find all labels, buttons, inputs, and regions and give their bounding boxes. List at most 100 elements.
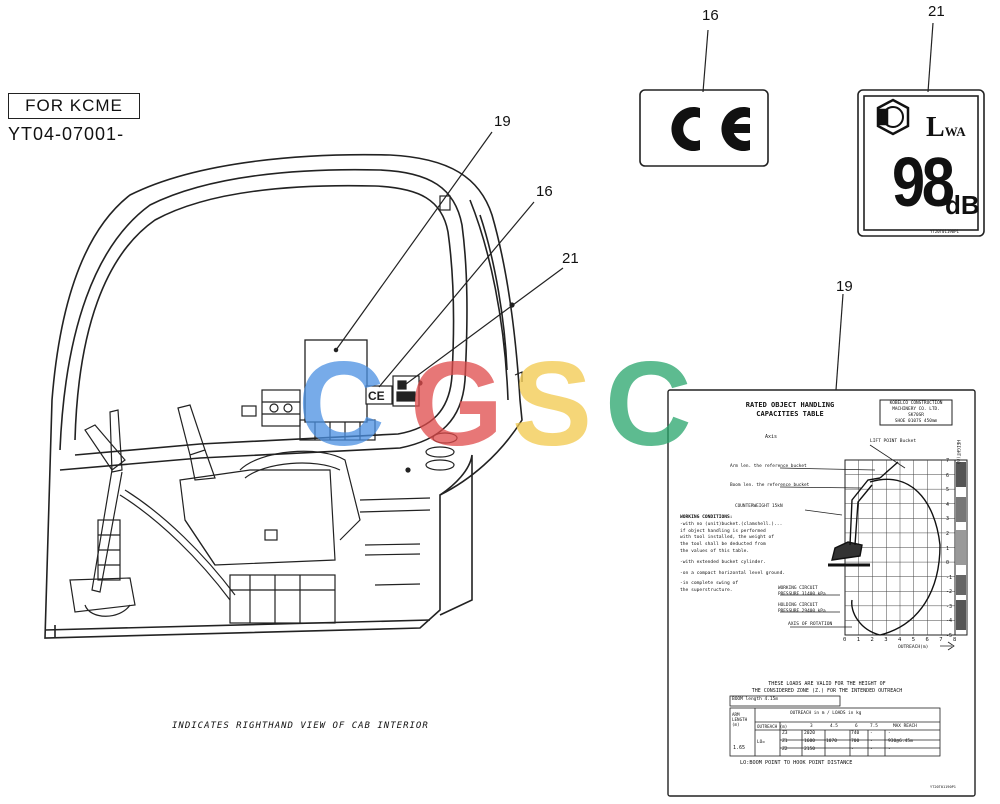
serial-number: YT04-07001- xyxy=(8,124,125,144)
y-tick-label: -2 xyxy=(946,589,953,596)
y-tick-label: -3 xyxy=(946,603,953,610)
cab-label-21 xyxy=(392,375,420,407)
x-tick-label: 0 xyxy=(843,637,847,643)
y-tick-label: -5 xyxy=(946,633,953,639)
outreach-axis-label: OUTREACH(m) xyxy=(898,645,929,650)
load-table-subheader: OUTREACH in m / LOADS in kg xyxy=(790,711,862,716)
cab-leaders xyxy=(335,131,564,388)
load-table-cell: 700 xyxy=(851,739,860,744)
y-tick-label: 5 xyxy=(946,487,950,494)
load-table-lines xyxy=(729,695,941,757)
load-table-cell: 2150 xyxy=(804,747,816,752)
noise-label-code: YT20T01190P1 xyxy=(930,229,959,234)
height-axis-label: HEIGHT(m) xyxy=(955,440,960,465)
arm-length-header: ARM LENGTH (m) xyxy=(732,712,748,727)
y-tick-label: -1 xyxy=(946,574,953,581)
y-tick-label: 6 xyxy=(946,472,950,479)
y-tick-label: 7 xyxy=(946,458,950,464)
y-tick-label: 2 xyxy=(946,530,950,537)
working-conditions: WORKING CONDITIONS: -with no (unit)bucke… xyxy=(680,515,786,594)
boom-reference-label: Boom len. the reference bucket xyxy=(730,483,810,488)
x-tick-label: 4 xyxy=(898,637,902,643)
load-table-cell: 930@6.45m xyxy=(888,739,913,744)
load-table-cell: Z2 xyxy=(782,747,788,752)
maker-box: KOBELCO CONSTRUCTION MACHINERY CO. LTD. … xyxy=(889,401,943,424)
x-tick-label: 7 xyxy=(939,637,943,643)
x-tick-labels: 0 1 2 3 4 5 6 7 8 xyxy=(840,637,965,645)
y-tick-labels: 7 6 5 4 3 2 1 0 -1 -2 -3 -4 -5 xyxy=(946,458,956,639)
max-reach-header: MAX REACH xyxy=(893,724,917,729)
boom-length-label: BOOM length 4.15m xyxy=(732,697,779,702)
working-circuit-label: WORKING CIRCUIT PRESSURE 31400 kPa xyxy=(778,586,826,597)
axis-label: Axis xyxy=(765,434,778,440)
outreach-header: OUTREACH (m) xyxy=(757,724,788,729)
load-table-cell: 740 xyxy=(851,731,860,736)
load-table-cell: Z3 xyxy=(782,731,788,736)
loads-note: THESE LOADS ARE VALID FOR THE HEIGHT OF … xyxy=(751,681,903,694)
cab-label-16: CE xyxy=(365,385,393,405)
callout-cab-21: 21 xyxy=(562,250,579,267)
watermark-letter-c2: C xyxy=(605,337,692,471)
callout-table-19: 19 xyxy=(836,278,853,295)
sound-icon xyxy=(876,98,910,136)
svg-text:CE: CE xyxy=(368,389,385,403)
noise-unit: dB xyxy=(945,190,980,220)
col-75-header: 7.5 xyxy=(870,724,878,729)
load-table-cell: - xyxy=(870,739,873,744)
watermark-letter-c1: C xyxy=(298,337,385,471)
capacity-table-outline xyxy=(667,293,976,797)
load-table-cell: Z1 xyxy=(782,739,788,744)
ce-mark xyxy=(671,107,750,151)
arm-reference-label: Arm len. the reference bucket xyxy=(730,464,807,469)
watermark-letter-g: G xyxy=(410,337,503,471)
load-table-cell: 2020 xyxy=(804,731,816,736)
holding-circuit-label: HOLDING CIRCUIT PRESSURE 29400 kPa xyxy=(778,603,826,614)
y-tick-label: 0 xyxy=(946,560,950,567)
x-tick-label: 1 xyxy=(856,637,861,643)
x-tick-label: 8 xyxy=(953,637,957,643)
lo-label: LO= xyxy=(757,740,765,745)
counterweight-label: COUNTERWEIGHT 15kN xyxy=(735,504,783,509)
cab-controls xyxy=(69,195,523,624)
load-table-cell: - xyxy=(888,747,891,752)
lift-point-label: LIFT POINT Bucket xyxy=(870,439,917,444)
callout-cab-19: 19 xyxy=(494,113,511,130)
excavator-silhouette xyxy=(828,461,941,636)
lo-footer: LO:BOOM POINT TO HOOK POINT DISTANCE xyxy=(740,760,853,766)
y-tick-label: -4 xyxy=(946,618,953,625)
ce-label-outline xyxy=(639,29,769,167)
x-tick-label: 5 xyxy=(911,637,916,643)
table-leaders xyxy=(779,444,955,651)
arm-length-value: 1.65 xyxy=(733,745,746,751)
y-tick-label: 1 xyxy=(946,545,950,552)
cgsc-watermark: C G S C xyxy=(298,337,692,471)
noise-label-outline xyxy=(857,22,985,237)
view-caption: INDICATES RIGHTHAND VIEW OF CAB INTERIOR xyxy=(172,721,429,731)
load-table-cell: 1600 xyxy=(804,739,816,744)
col-3-header: 3 xyxy=(810,724,813,729)
axis-rotation-label: AXIS OF ROTATION xyxy=(788,622,833,627)
y-tick-label: 4 xyxy=(946,501,950,508)
lwa-symbol: LWA xyxy=(926,112,966,143)
kcme-label-box: FOR KCME xyxy=(8,93,140,119)
x-tick-label: 2 xyxy=(870,637,874,643)
height-scale-hatch xyxy=(954,459,968,636)
y-tick-label: 3 xyxy=(946,516,950,523)
load-table-cell: - xyxy=(888,731,891,736)
load-table-cell: - xyxy=(870,747,873,752)
callout-ce-16: 16 xyxy=(702,7,719,24)
callout-noise-21: 21 xyxy=(928,3,945,20)
x-tick-label: 3 xyxy=(884,637,888,643)
load-table-cell: - xyxy=(870,731,873,736)
x-tick-label: 6 xyxy=(925,637,929,643)
cab-label-19 xyxy=(304,339,368,423)
load-table-cell: 1070 xyxy=(826,739,838,744)
callout-cab-16: 16 xyxy=(536,183,553,200)
table-code: YT20T01190P1 xyxy=(930,785,956,789)
cab-outline xyxy=(44,153,523,639)
col-6-header: 6 xyxy=(855,724,858,729)
capacity-table-title: RATED OBJECT HANDLING CAPACITIES TABLE xyxy=(745,401,835,418)
watermark-letter-s: S xyxy=(512,337,592,471)
noise-value: 98 xyxy=(892,143,955,221)
